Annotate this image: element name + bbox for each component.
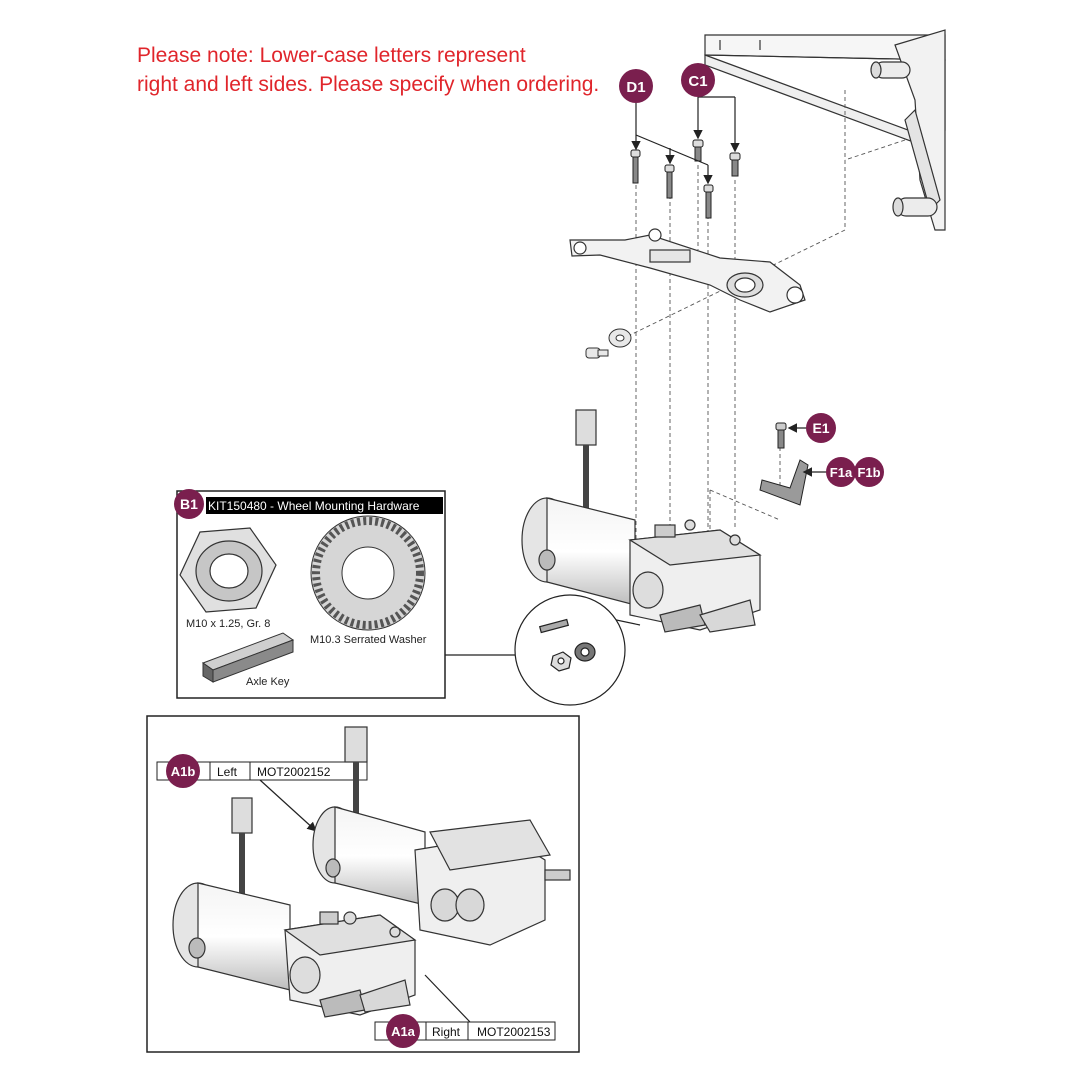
svg-text:E1: E1 bbox=[812, 420, 829, 436]
hardware-kit-box: KIT150480 - Wheel Mounting Hardware M10 … bbox=[176, 490, 446, 699]
frame-assembly bbox=[704, 29, 946, 231]
callout-c1: C1 bbox=[681, 63, 715, 97]
callout-a1a: A1a bbox=[386, 1014, 420, 1048]
callout-f1b: F1b bbox=[854, 457, 884, 487]
ordering-note: Please note: Lower-case letters represen… bbox=[137, 41, 617, 99]
release-lever-hardware bbox=[759, 422, 809, 506]
ordering-note-line-2: right and left sides. Please specify whe… bbox=[137, 73, 600, 96]
svg-text:F1a: F1a bbox=[830, 465, 853, 480]
serrated-washer bbox=[310, 515, 426, 631]
dashed-guides bbox=[619, 90, 906, 540]
right-part-number: MOT2002153 bbox=[477, 1025, 551, 1039]
left-part-number: MOT2002152 bbox=[257, 765, 331, 779]
axle-detail-inset bbox=[440, 594, 641, 706]
kit-title: KIT150480 - Wheel Mounting Hardware bbox=[208, 499, 420, 513]
svg-text:F1b: F1b bbox=[857, 465, 880, 480]
callout-leaders-top bbox=[631, 96, 740, 185]
hex-nut bbox=[179, 527, 277, 613]
svg-text:B1: B1 bbox=[180, 496, 198, 512]
callout-f1a: F1a bbox=[826, 457, 856, 487]
ordering-note-line-1: Please note: Lower-case letters represen… bbox=[137, 44, 526, 67]
key-label: Axle Key bbox=[246, 676, 290, 688]
nut-label: M10 x 1.25, Gr. 8 bbox=[186, 618, 270, 630]
svg-text:A1b: A1b bbox=[171, 764, 196, 779]
washer-label: M10.3 Serrated Washer bbox=[310, 634, 427, 646]
motor-bracket bbox=[569, 228, 806, 313]
callout-a1b: A1b bbox=[166, 754, 200, 788]
callout-d1: D1 bbox=[619, 69, 653, 103]
right-motor bbox=[172, 797, 417, 1018]
svg-text:C1: C1 bbox=[688, 73, 707, 90]
right-side-label: Right bbox=[432, 1025, 461, 1039]
main-motor bbox=[521, 409, 762, 633]
callout-e1: E1 bbox=[806, 413, 836, 443]
motor-options-box: Left MOT2002152 Right MOT2002153 bbox=[146, 715, 580, 1053]
svg-text:A1a: A1a bbox=[391, 1024, 416, 1039]
bolts bbox=[630, 139, 741, 219]
svg-text:D1: D1 bbox=[626, 79, 645, 96]
left-side-label: Left bbox=[217, 765, 238, 779]
axle-key bbox=[201, 632, 295, 683]
pivot-hardware bbox=[585, 328, 632, 359]
callout-b1: B1 bbox=[174, 489, 204, 519]
callout-leaders-lever bbox=[787, 423, 828, 477]
left-motor bbox=[312, 726, 571, 946]
